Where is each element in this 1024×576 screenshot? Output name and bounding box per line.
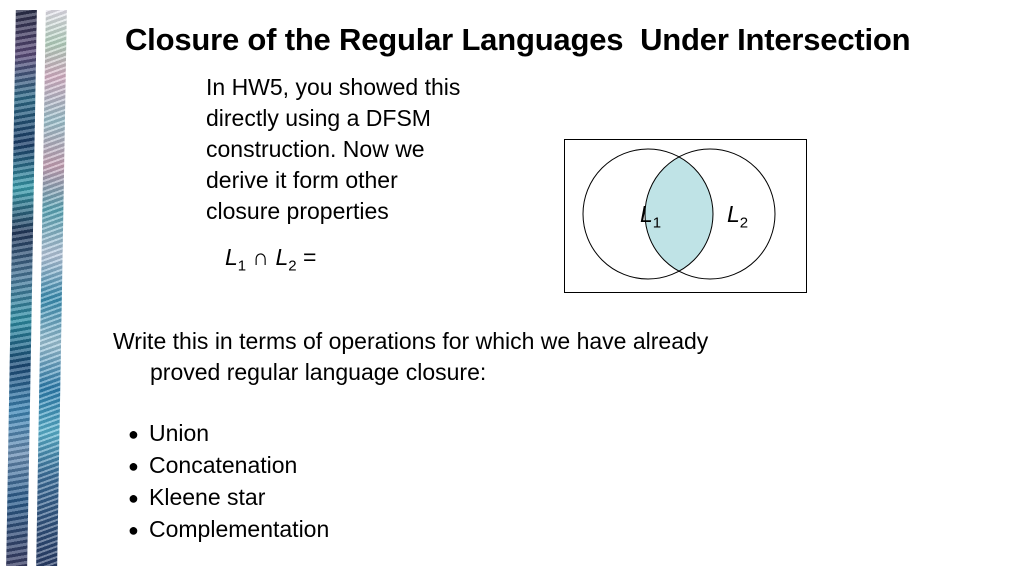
intro-line: closure properties xyxy=(206,198,389,224)
bullet-icon: ● xyxy=(128,424,139,444)
venn-label-l1-var: L xyxy=(640,201,653,227)
list-item: ● Union xyxy=(128,418,329,450)
list-item-label: Union xyxy=(149,420,210,446)
instruction-line-1: Write this in terms of operations for wh… xyxy=(113,328,709,354)
instruction-line-2: proved regular language closure: xyxy=(150,359,487,385)
decorative-strip-left xyxy=(6,10,37,566)
instruction-text: Write this in terms of operations for wh… xyxy=(113,326,708,388)
operations-list: ● Union ● Concatenation ● Kleene star ● Comp… xyxy=(128,418,329,546)
eq-right-sub: 2 xyxy=(288,257,297,275)
list-item: ● Kleene star xyxy=(128,482,329,514)
venn-label-l2: L2 xyxy=(727,201,748,232)
venn-label-l2-sub: 2 xyxy=(739,214,749,232)
venn-diagram-graphic xyxy=(564,139,807,293)
list-item-label: Complementation xyxy=(149,516,330,542)
bullet-icon: ● xyxy=(128,520,139,540)
list-item-label: Kleene star xyxy=(149,484,266,510)
intro-line: In HW5, you showed this xyxy=(206,74,461,100)
venn-diagram: L1 L2 xyxy=(564,139,807,293)
intro-line: derive it form other xyxy=(206,167,398,193)
decorative-strip-right xyxy=(36,10,67,566)
intro-line: construction. Now we xyxy=(206,136,425,162)
slide-title: Closure of the Regular Languages Under I… xyxy=(125,22,911,57)
intersection-equation: L1 ∩ L2 = xyxy=(225,244,316,275)
venn-label-l2-var: L xyxy=(727,201,740,227)
venn-label-l1: L1 xyxy=(640,201,661,232)
intro-text: In HW5, you showed this directly using a… xyxy=(206,72,506,227)
bullet-icon: ● xyxy=(128,456,139,476)
bullet-icon: ● xyxy=(128,488,139,508)
venn-circle-l1 xyxy=(582,148,714,280)
eq-equals: = xyxy=(302,244,317,270)
eq-right-var: L xyxy=(275,244,289,270)
intersection-symbol: ∩ xyxy=(252,244,270,270)
intro-line: directly using a DFSM xyxy=(206,105,431,131)
list-item: ● Concatenation xyxy=(128,450,329,482)
venn-intersection-region xyxy=(645,149,713,279)
list-item: ● Complementation xyxy=(128,514,329,546)
list-item-label: Concatenation xyxy=(149,452,298,478)
venn-circle-l2 xyxy=(644,148,776,280)
eq-left-sub: 1 xyxy=(237,257,247,275)
eq-left-var: L xyxy=(225,244,238,270)
venn-label-l1-sub: 1 xyxy=(652,214,662,232)
